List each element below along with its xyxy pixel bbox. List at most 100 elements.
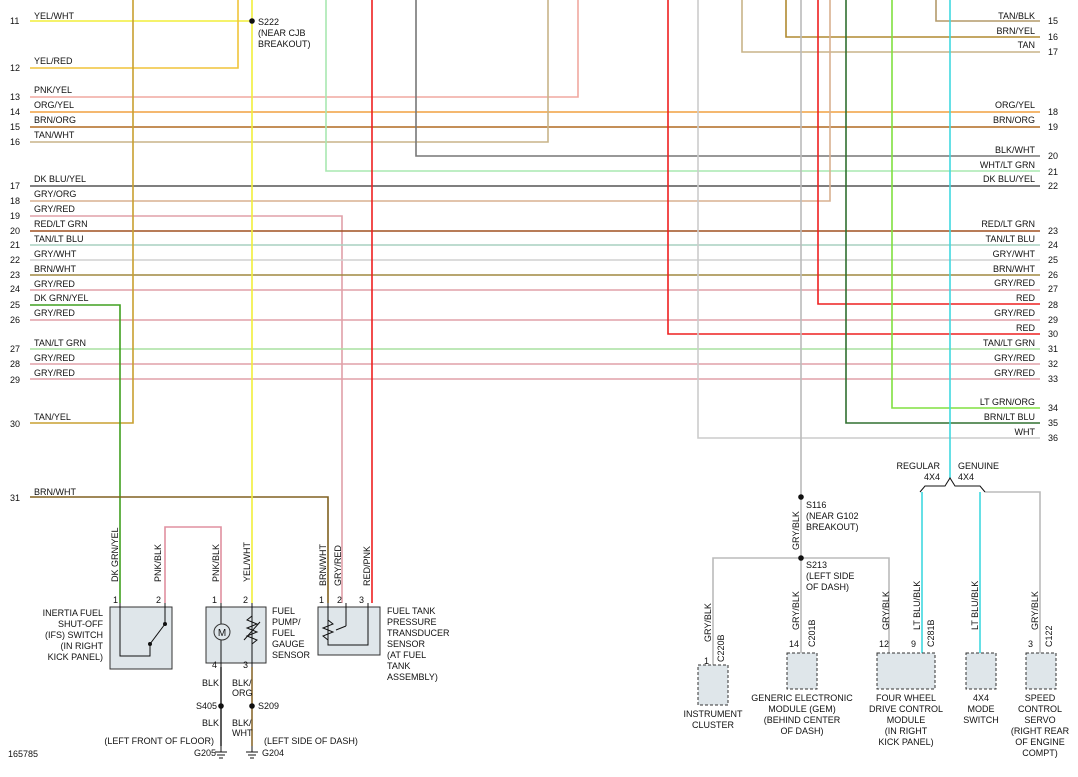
left-row-label: PNK/YEL xyxy=(34,85,72,95)
left-row-label: GRY/RED xyxy=(34,279,75,289)
left-row-label: TAN/YEL xyxy=(34,412,71,422)
servo-label: SPEED xyxy=(1025,693,1056,703)
splice-s213-label: (LEFT SIDE xyxy=(806,571,854,581)
right-row-num: 20 xyxy=(1048,151,1058,161)
fuel-tank-sensor-resistor-icon xyxy=(321,619,335,641)
left-row-num: 14 xyxy=(10,107,20,117)
gem-label: OF DASH) xyxy=(780,726,823,736)
fuel-tank-sensor-circuit xyxy=(327,603,369,646)
branch-regular-label: 4X4 xyxy=(924,472,940,482)
wire-label-ifs-1: DK GRN/YEL xyxy=(110,527,120,582)
splice-s405-label: S405 xyxy=(196,701,217,711)
right-row-num: 16 xyxy=(1048,32,1058,42)
right-row-num: 29 xyxy=(1048,315,1058,325)
gem-body xyxy=(786,652,818,690)
pump-label: GAUGE xyxy=(272,639,305,649)
pump-pin: 3 xyxy=(243,660,248,670)
wire-gry-blk-servo xyxy=(985,491,1041,653)
wire-gry-blk-fwd xyxy=(801,557,890,653)
fuel-pump-motor-letter: M xyxy=(218,628,226,639)
right-row-label: GRY/WHT xyxy=(993,249,1036,259)
pump-label: FUEL xyxy=(272,628,295,638)
wire-label-fwd-b: LT BLU/BLK xyxy=(912,581,922,630)
right-row-label: RED xyxy=(1016,293,1036,303)
wire-label-gem: GRY/BLK xyxy=(791,591,801,630)
right-row-label: TAN xyxy=(1018,40,1035,50)
fuel-pump-gauge: M 1 2 4 3 FUEL PUMP/ FUEL GAUGE SENSOR xyxy=(205,595,311,670)
splice-s222-label: S222 xyxy=(258,17,279,27)
branch-bracket xyxy=(919,477,986,493)
right-row-label: GRY/RED xyxy=(994,278,1035,288)
ground-g205-label: G205 xyxy=(194,748,216,758)
left-row-label: GRY/RED xyxy=(34,308,75,318)
ifs-switch-contact xyxy=(163,622,167,626)
tank-label: SENSOR xyxy=(387,639,426,649)
right-row-num: 26 xyxy=(1048,270,1058,280)
right-row-label: GRY/RED xyxy=(994,308,1035,318)
left-row-num: 22 xyxy=(10,255,20,265)
right-row-num: 17 xyxy=(1048,47,1058,57)
ifs-label: KICK PANEL) xyxy=(48,652,103,662)
left-row-num: 11 xyxy=(10,16,19,26)
left-row-num: 23 xyxy=(10,270,20,280)
splice-s222-dot xyxy=(249,18,255,24)
right-row-label: BRN/ORG xyxy=(993,115,1035,125)
servo-label: SERVO xyxy=(1024,715,1055,725)
fwd-label: (IN RIGHT xyxy=(885,726,928,736)
left-row-label: BRN/WHT xyxy=(34,264,76,274)
fuel-pump-motor-icon xyxy=(213,623,231,641)
gem-label: (BEHIND CENTER xyxy=(764,715,841,725)
wire-label-pump-2: YEL/WHT xyxy=(242,541,252,582)
right-row-num: 33 xyxy=(1048,374,1058,384)
connector-c220b: C220B xyxy=(716,634,726,662)
right-row-num: 15 xyxy=(1048,16,1058,26)
ground-g204-location: (LEFT SIDE OF DASH) xyxy=(264,736,358,746)
right-row-num: 32 xyxy=(1048,359,1058,369)
wire-wht-r36 xyxy=(697,0,1040,439)
left-row-label: GRY/RED xyxy=(34,368,75,378)
right-row-label: BLK/WHT xyxy=(995,145,1036,155)
connector-c201b: C201B xyxy=(807,619,817,647)
pump-pin: 4 xyxy=(212,660,217,670)
gem-label: MODULE (GEM) xyxy=(768,704,836,714)
left-row-num: 13 xyxy=(10,92,20,102)
fuel-tank-pressure-sensor: 1 2 3 FUEL TANK PRESSURE TRANSDUCER SENS… xyxy=(317,595,450,682)
wire-label-ic: GRY/BLK xyxy=(703,603,713,642)
mode-switch-body xyxy=(965,652,997,690)
left-row-label: YEL/RED xyxy=(34,56,73,66)
ifs-switch: 1 2 INERTIA FUEL SHUT-OFF (IFS) SWITCH (… xyxy=(43,595,173,670)
left-row-label: GRY/ORG xyxy=(34,189,76,199)
left-row-label: BRN/ORG xyxy=(34,115,76,125)
ifs-switch-body xyxy=(109,606,173,670)
right-row-label: RED/LT GRN xyxy=(981,219,1035,229)
right-row-label: BRN/YEL xyxy=(996,26,1035,36)
fwd-label: FOUR WHEEL xyxy=(876,693,936,703)
ic-label: INSTRUMENT xyxy=(684,709,743,719)
wire-tan-r17 xyxy=(741,0,1040,53)
wire-blk-wht-r20 xyxy=(415,0,1040,157)
right-row-label: TAN/LT BLU xyxy=(985,234,1035,244)
pump-label: FUEL xyxy=(272,606,295,616)
figure-id: 165785 xyxy=(8,749,38,759)
ifs-label: SHUT-OFF xyxy=(58,619,103,629)
fwd-label: DRIVE CONTROL xyxy=(869,704,943,714)
right-row-num: 36 xyxy=(1048,433,1058,443)
right-row-num: 18 xyxy=(1048,107,1058,117)
left-row-label: DK BLU/YEL xyxy=(34,174,86,184)
right-row-num: 27 xyxy=(1048,284,1058,294)
ground-wire-label: BLK xyxy=(202,718,219,728)
pump-label: SENSOR xyxy=(272,650,311,660)
servo-label: OF ENGINE xyxy=(1015,737,1065,747)
ground-g204-label: G204 xyxy=(262,748,284,758)
wire-label-tank-3: RED/PNK xyxy=(362,546,372,586)
ground-wire-label: BLK/ xyxy=(232,718,252,728)
wire-yel-red-row12 xyxy=(30,0,239,69)
tank-pin: 1 xyxy=(319,595,324,605)
right-row-num: 24 xyxy=(1048,240,1058,250)
wire-gry-blk-ic xyxy=(712,557,801,665)
wire-brn-ltblu-r35 xyxy=(845,0,1040,424)
splice-s213-dot xyxy=(798,555,804,561)
left-row-label: GRY/WHT xyxy=(34,249,77,259)
fuel-gauge-wiper xyxy=(243,621,261,641)
ground-g205-icon xyxy=(215,746,227,759)
